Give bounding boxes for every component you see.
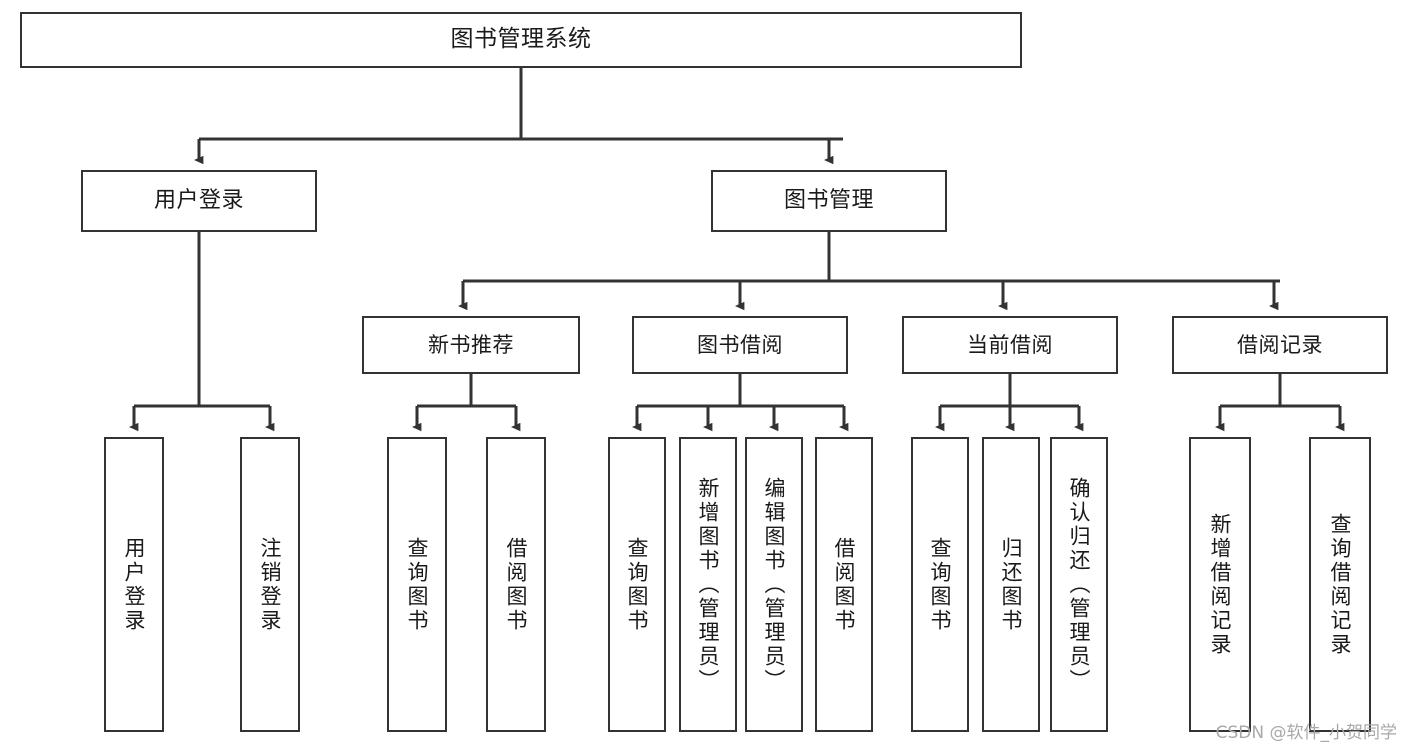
node-current-borrow[interactable]: 当前借阅	[902, 316, 1118, 374]
node-new-book-recommend-label: 新书推荐	[428, 332, 514, 357]
node-current-borrow-label: 当前借阅	[967, 332, 1053, 357]
leaf-node-label: 查询图书	[928, 536, 953, 633]
leaf-node[interactable]: 归还图书	[982, 437, 1040, 732]
leaf-node-label: 注销登录	[258, 536, 283, 633]
node-new-book-recommend[interactable]: 新书推荐	[362, 316, 580, 374]
leaf-node[interactable]: 确认归还（管理员）	[1050, 437, 1108, 732]
leaf-node-label: 确认归还（管理员）	[1067, 476, 1092, 693]
node-user-login-label: 用户登录	[153, 188, 244, 214]
csdn-watermark: CSDN @软件_小贺同学	[1215, 723, 1397, 743]
node-book-borrow-label: 图书借阅	[697, 332, 783, 357]
leaf-node-label: 新增借阅记录	[1208, 512, 1233, 657]
leaf-node[interactable]: 查询图书	[911, 437, 969, 732]
leaf-node[interactable]: 注销登录	[240, 437, 300, 732]
leaf-node-label: 归还图书	[999, 536, 1024, 633]
leaf-node-label: 查询借阅记录	[1328, 512, 1353, 657]
leaf-node[interactable]: 查询借阅记录	[1309, 437, 1371, 732]
leaf-node[interactable]: 借阅图书	[486, 437, 546, 732]
node-borrow-record[interactable]: 借阅记录	[1172, 316, 1388, 374]
leaf-node-label: 查询图书	[405, 536, 430, 633]
node-root-label: 图书管理系统	[450, 26, 592, 53]
leaf-node-label: 查询图书	[625, 536, 650, 633]
leaf-node-label: 借阅图书	[832, 536, 857, 633]
node-borrow-record-label: 借阅记录	[1237, 332, 1323, 357]
node-user-login[interactable]: 用户登录	[81, 170, 317, 232]
leaf-node-label: 借阅图书	[504, 536, 529, 633]
leaf-node[interactable]: 新增借阅记录	[1189, 437, 1251, 732]
leaf-node[interactable]: 借阅图书	[815, 437, 873, 732]
leaf-node[interactable]: 新增图书（管理员）	[679, 437, 737, 732]
leaf-node[interactable]: 查询图书	[608, 437, 666, 732]
leaf-node-label: 用户登录	[122, 536, 147, 633]
node-book-management-label: 图书管理	[783, 188, 874, 214]
node-book-management[interactable]: 图书管理	[711, 170, 947, 232]
leaf-node-label: 新增图书（管理员）	[696, 476, 721, 693]
node-root[interactable]: 图书管理系统	[20, 12, 1022, 68]
leaf-node[interactable]: 查询图书	[387, 437, 447, 732]
node-book-borrow[interactable]: 图书借阅	[632, 316, 848, 374]
leaf-node[interactable]: 编辑图书（管理员）	[745, 437, 803, 732]
leaf-node[interactable]: 用户登录	[104, 437, 164, 732]
leaf-node-label: 编辑图书（管理员）	[762, 476, 787, 693]
